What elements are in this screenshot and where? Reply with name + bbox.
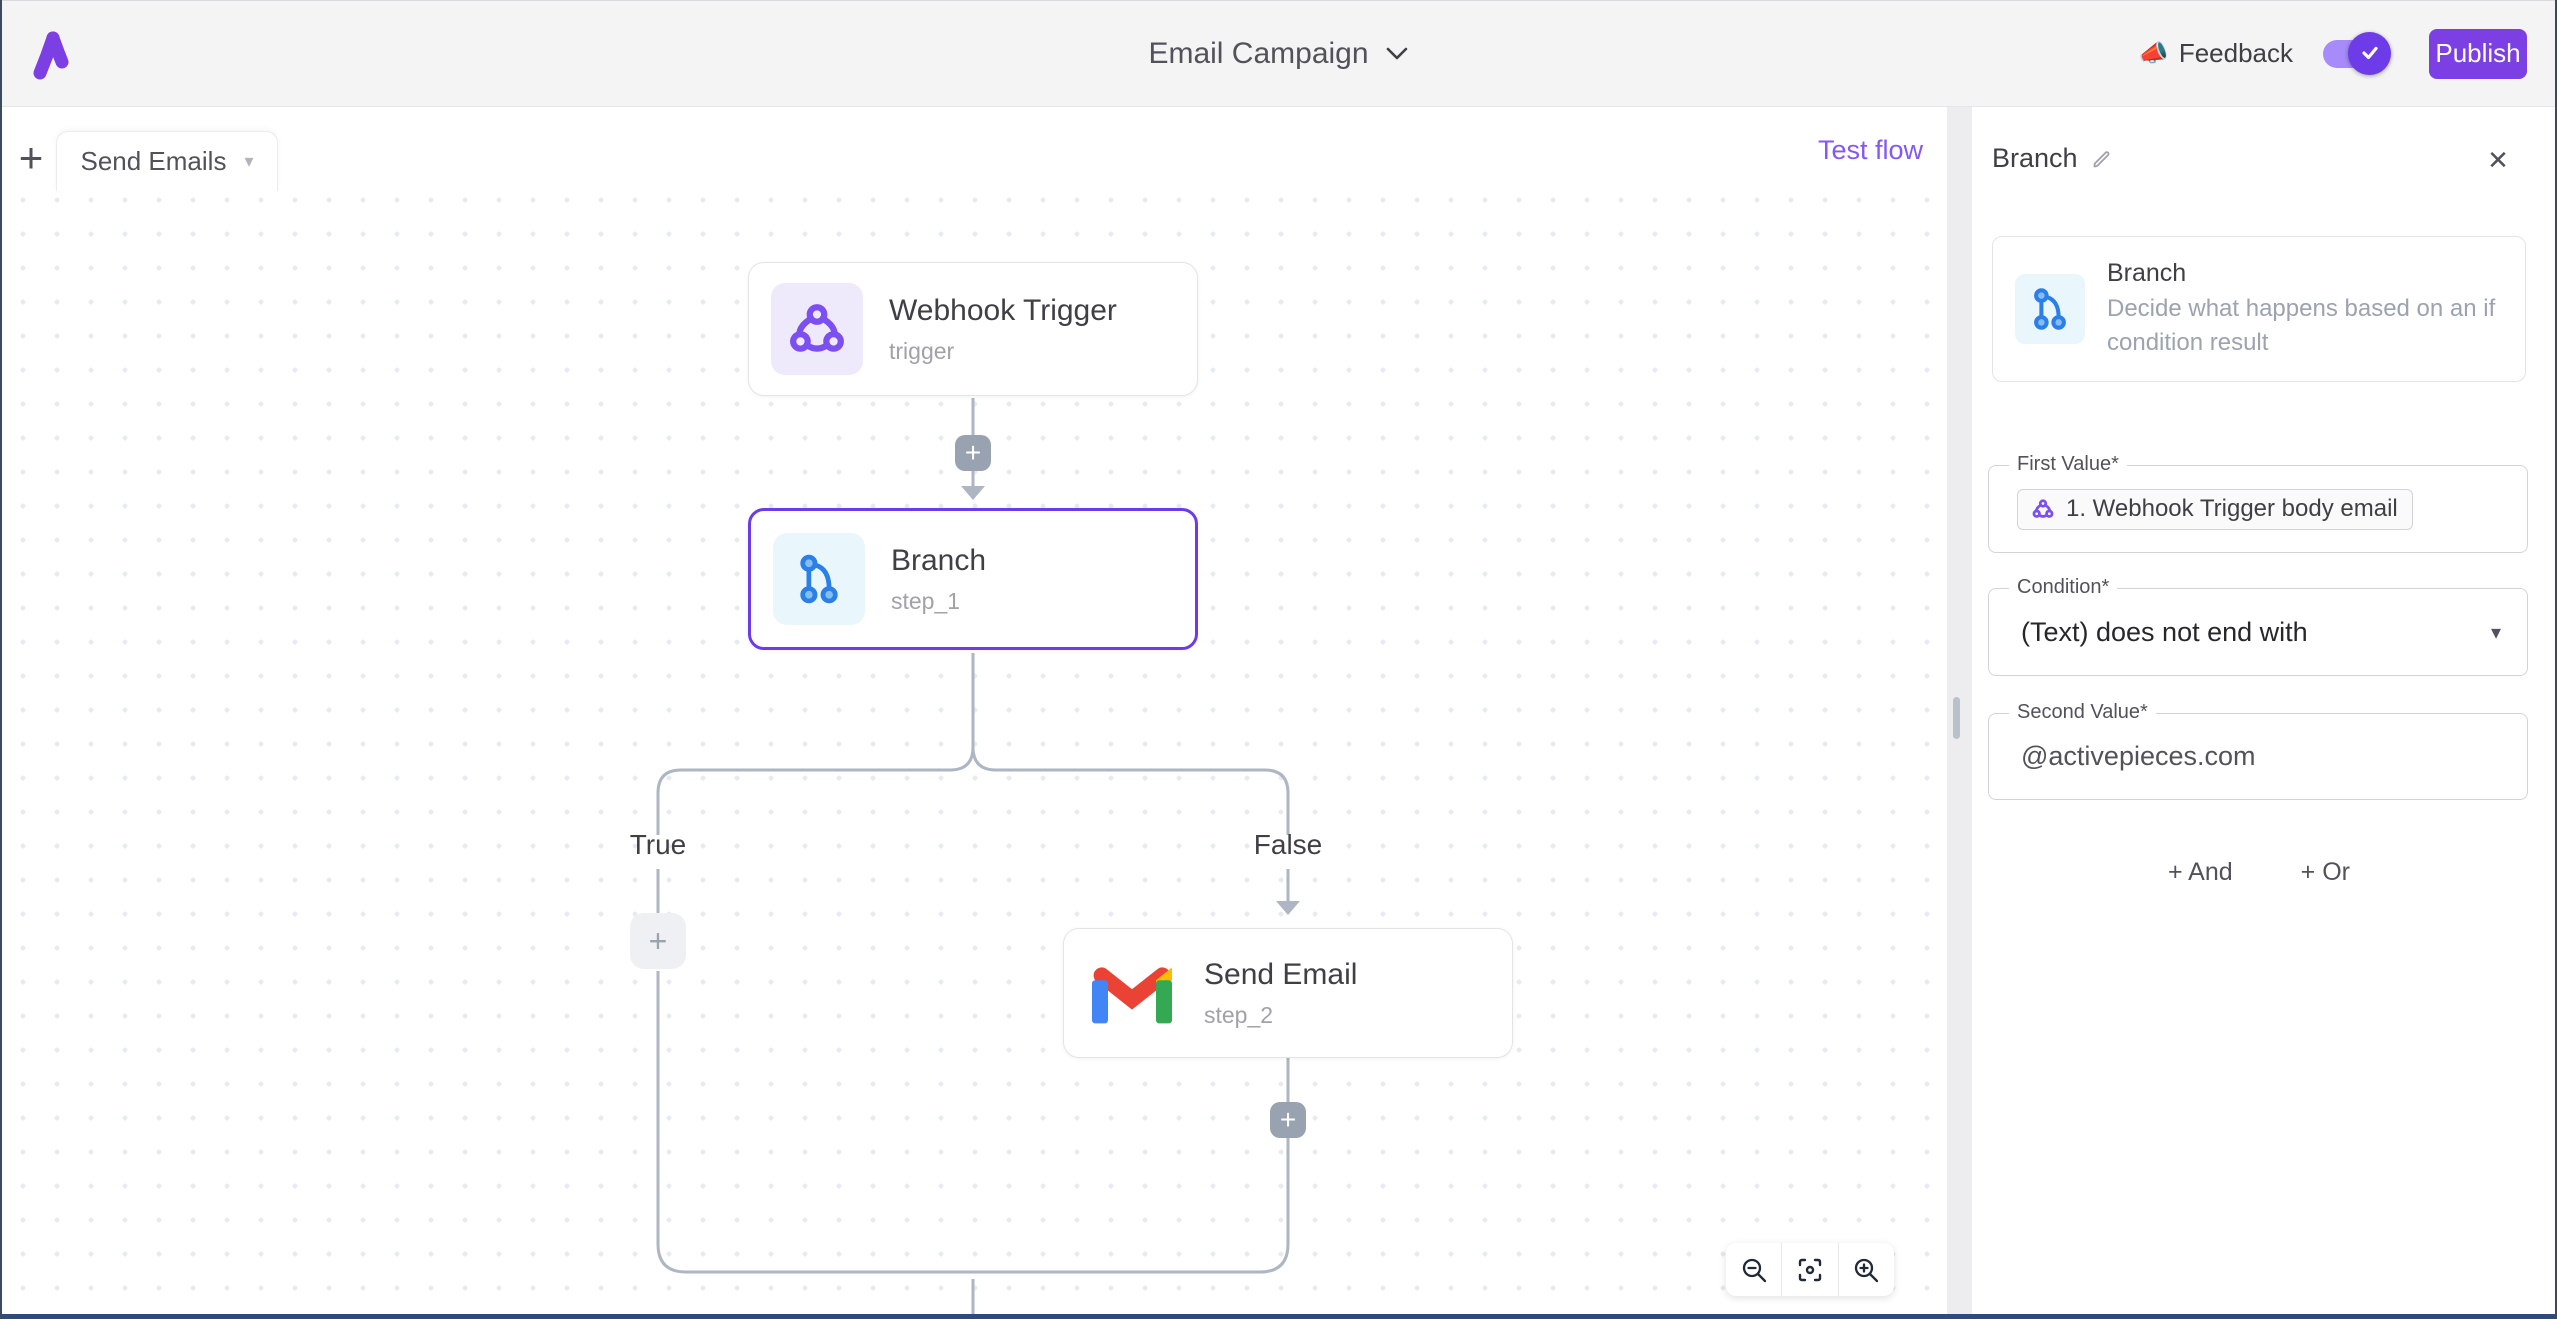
select-caret-icon: ▾ <box>2490 621 2501 644</box>
pencil-icon <box>2093 150 2109 167</box>
node-subtitle: trigger <box>889 337 955 364</box>
panel-resize-divider[interactable] <box>1947 107 1972 1319</box>
node-title: Send Email <box>1204 957 1358 991</box>
node-webhook-trigger[interactable]: Webhook Trigger trigger <box>748 262 1198 396</box>
edit-name-button[interactable] <box>2090 147 2114 171</box>
resize-handle[interactable] <box>1953 697 1960 739</box>
node-title: Webhook Trigger <box>889 293 1117 327</box>
activepieces-logo-icon[interactable] <box>22 28 70 80</box>
piece-info-card: Branch Decide what happens based on an i… <box>1992 236 2526 382</box>
branch-icon <box>773 533 865 625</box>
add-step-button[interactable]: + <box>1270 1102 1306 1138</box>
panel-header: Branch <box>1992 143 2114 174</box>
tab-label: Send Emails <box>80 146 227 176</box>
node-send-email[interactable]: Send Email step_2 <box>1063 928 1513 1058</box>
condition-value: (Text) does not end with <box>2021 616 2308 647</box>
zoom-in-icon <box>1855 1258 1879 1282</box>
flow-canvas[interactable]: + Send Emails ▾ Test flow <box>0 107 1947 1319</box>
second-value-text: @activepieces.com <box>2021 741 2256 771</box>
fit-view-button[interactable] <box>1781 1243 1837 1296</box>
toggle-thumb <box>2348 31 2391 75</box>
node-branch[interactable]: Branch step_1 <box>748 508 1198 650</box>
token-label: 1. Webhook Trigger body email <box>2066 495 2398 522</box>
second-value-field[interactable]: Second Value* @activepieces.com <box>1988 701 2528 800</box>
add-step-button[interactable]: + <box>955 435 991 471</box>
header-actions: 📣 Feedback Publish <box>2139 0 2527 107</box>
zoom-out-button[interactable] <box>1726 1243 1781 1296</box>
feedback-button[interactable]: 📣 Feedback <box>2139 38 2293 69</box>
add-and-button[interactable]: + And <box>2168 858 2233 886</box>
chevron-down-icon <box>1386 47 1407 59</box>
first-value-label: First Value* <box>2009 453 2127 476</box>
tab-send-emails[interactable]: Send Emails ▾ <box>56 131 278 191</box>
panel-title: Branch <box>1992 143 2078 173</box>
flow-title-dropdown[interactable]: Email Campaign <box>1148 0 1408 107</box>
webhook-icon <box>2032 499 2054 518</box>
node-title: Branch <box>891 543 987 577</box>
first-value-token[interactable]: 1. Webhook Trigger body email <box>2017 488 2413 530</box>
piece-description: Decide what happens based on an if condi… <box>2107 294 2496 356</box>
node-subtitle: step_2 <box>1204 1001 1274 1028</box>
add-flow-tab-button[interactable]: + <box>18 134 44 181</box>
second-value-label: Second Value* <box>2009 701 2156 724</box>
node-subtitle: step_1 <box>891 587 961 614</box>
gmail-icon <box>1086 947 1178 1039</box>
publish-toggle[interactable] <box>2323 31 2391 75</box>
feedback-label: Feedback <box>2178 38 2293 68</box>
branch-icon <box>2015 274 2085 344</box>
zoom-out-icon <box>1742 1258 1766 1282</box>
top-header: Email Campaign 📣 Feedback Publish <box>0 0 2557 107</box>
add-or-button[interactable]: + Or <box>2300 858 2350 886</box>
close-panel-button[interactable]: ✕ <box>2487 144 2509 175</box>
fit-view-icon <box>1798 1258 1822 1281</box>
zoom-in-button[interactable] <box>1837 1243 1894 1296</box>
step-settings-panel: Branch ✕ <box>1972 107 2557 1319</box>
flow-title: Email Campaign <box>1148 36 1369 70</box>
canvas-zoom-controls <box>1726 1243 1894 1296</box>
publish-button[interactable]: Publish <box>2429 28 2527 79</box>
megaphone-icon: 📣 <box>2138 40 2169 67</box>
add-step-true-branch-button[interactable]: + <box>630 913 686 969</box>
piece-name: Branch <box>2107 258 2187 287</box>
condition-label: Condition* <box>2009 576 2118 599</box>
first-value-field[interactable]: First Value* 1. Webhook Trigger body ema… <box>1988 453 2528 553</box>
check-icon <box>2361 46 2378 60</box>
webhook-icon <box>771 283 863 375</box>
test-flow-button[interactable]: Test flow <box>1818 135 1924 165</box>
branch-label-false: False <box>1253 829 1323 860</box>
condition-group-buttons: + And + Or <box>1972 852 2546 893</box>
tab-caret-icon: ▾ <box>244 151 254 171</box>
condition-select[interactable]: Condition* (Text) does not end with ▾ <box>1988 576 2528 676</box>
branch-label-true: True <box>629 829 687 860</box>
